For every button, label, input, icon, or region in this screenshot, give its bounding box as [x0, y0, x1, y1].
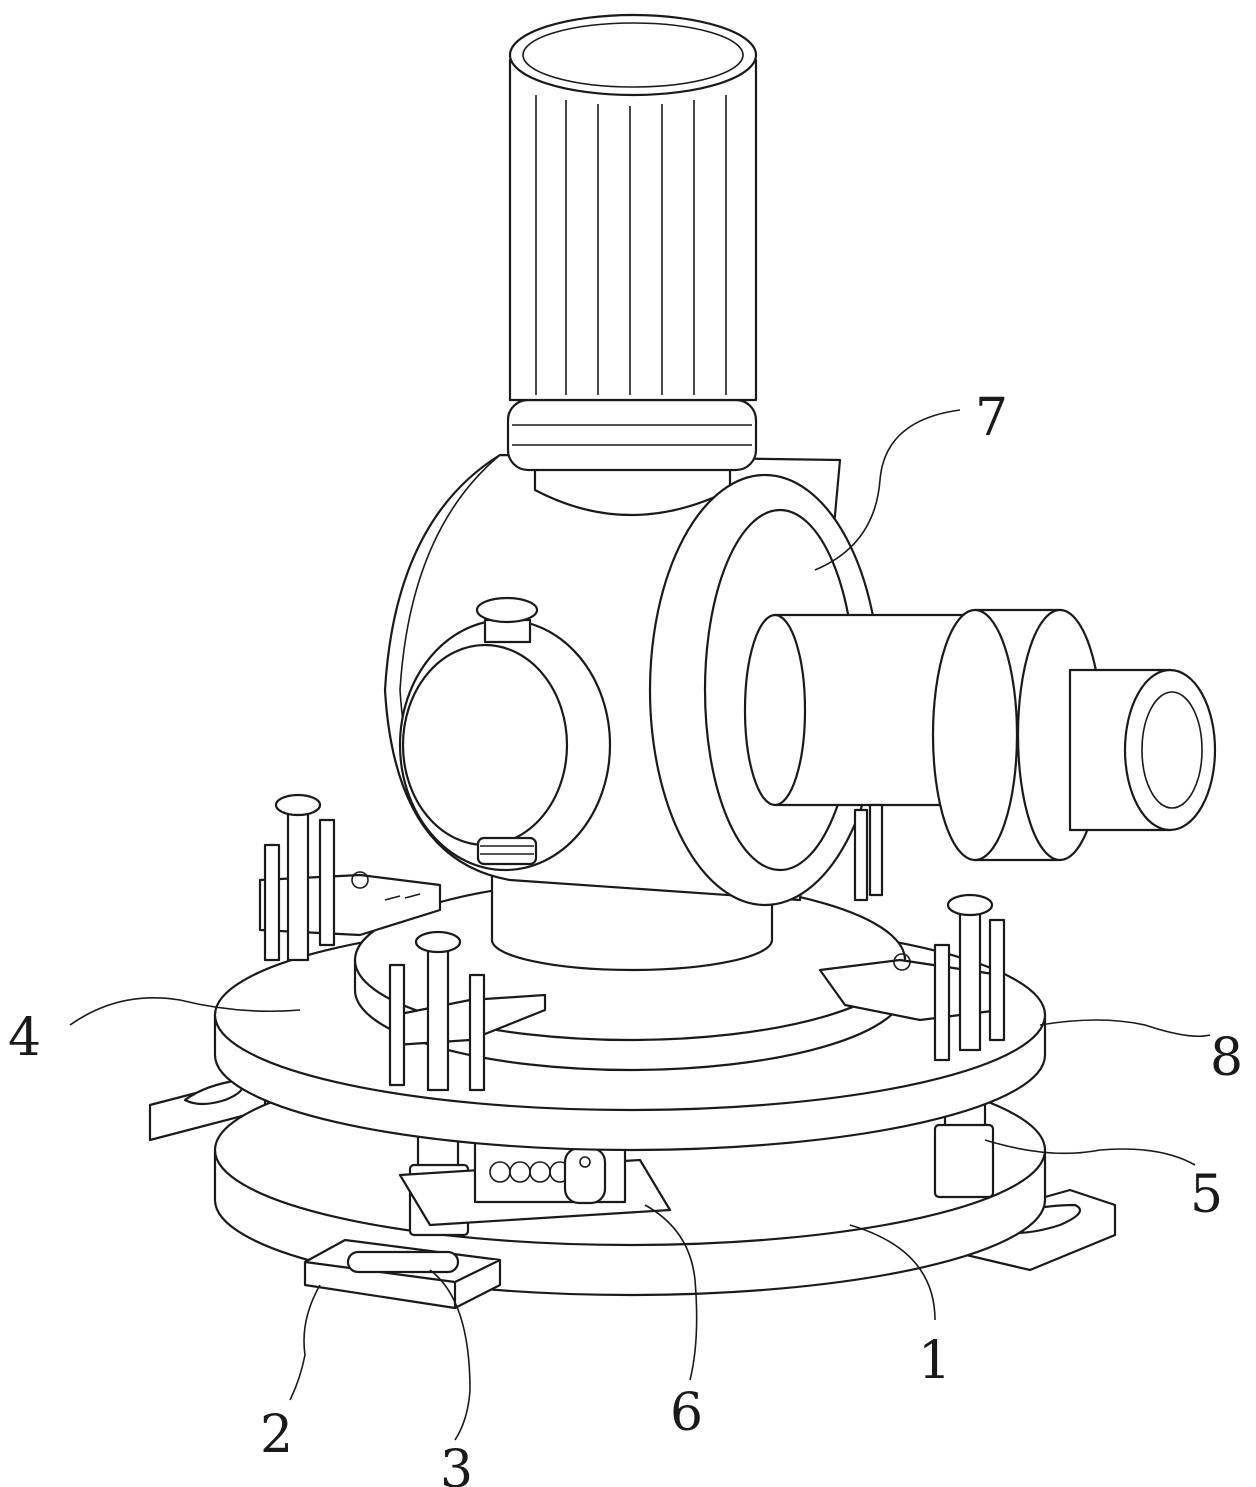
callout-5: 5 [1190, 1165, 1223, 1225]
emitter-tube [743, 608, 1217, 862]
mounting-tab-front [303, 1238, 502, 1310]
leader-7 [814, 409, 961, 571]
rear-support-rods [853, 803, 884, 902]
leader-2 [289, 1284, 321, 1401]
leader-3 [429, 1269, 471, 1441]
callout-4: 4 [8, 1008, 41, 1068]
leader-6 [644, 1204, 698, 1381]
leader-1 [849, 1224, 936, 1321]
side-gauge [398, 596, 612, 872]
callout-2: 2 [260, 1405, 293, 1465]
callout-6: 6 [670, 1383, 703, 1443]
mounting-tab-left-back [148, 1073, 267, 1142]
spring-mechanism [398, 1138, 672, 1227]
leader-4 [69, 997, 301, 1026]
leader-8 [1039, 1019, 1211, 1038]
callout-1: 1 [918, 1331, 951, 1391]
leader-5 [984, 1139, 1196, 1166]
clamp-left-back [258, 793, 442, 962]
callout-3: 3 [440, 1440, 473, 1487]
clamp-right [818, 893, 1006, 1062]
callout-8: 8 [1210, 1028, 1243, 1088]
leader-lines [69, 409, 1211, 1441]
clamp-front [388, 930, 547, 1092]
motor [506, 13, 758, 516]
callout-7: 7 [975, 388, 1008, 448]
support-column-right [933, 1093, 995, 1199]
